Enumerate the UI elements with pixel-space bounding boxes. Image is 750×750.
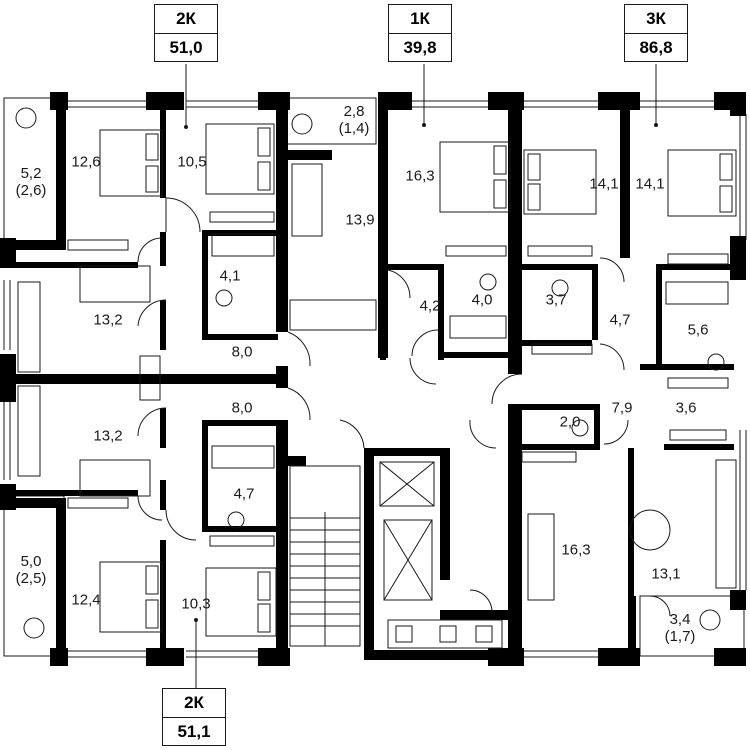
room-area-wc-3k: 3,7: [545, 291, 567, 309]
apartment-tag-2k-top: 2К 51,0: [154, 4, 218, 62]
elevators: [379, 461, 503, 649]
apartment-tag-3k: 3К 86,8: [624, 4, 688, 62]
apartment-type: 3К: [625, 5, 687, 34]
doors: [137, 197, 671, 617]
apartment-tag-1k: 1К 39,8: [388, 4, 452, 62]
room-area-balcony-1k: 2,8(1,4): [338, 103, 370, 137]
room-area-bedroom-bl2: 10,3: [181, 595, 211, 613]
apartment-type: 2К: [163, 689, 225, 718]
room-area-bedroom-3k-a: 14,1: [589, 175, 619, 193]
apartment-tag-2k-bottom: 2К 51,1: [162, 688, 226, 746]
room-area-living-3k: 16,3: [561, 541, 591, 559]
furniture: [15, 107, 737, 639]
apartment-area: 39,8: [403, 38, 437, 57]
room-area-hall-3k: 4,7: [609, 311, 631, 329]
room-area-corridor-3k: 7,9: [611, 399, 633, 417]
walls: [0, 92, 746, 666]
room-area-balcony-tl: 5,2(2,6): [15, 165, 47, 199]
room-area-balcony-3k: 3,4(1,7): [664, 611, 696, 645]
room-area-bath-1k: 4,0: [471, 291, 493, 309]
leader-dots: [184, 123, 658, 622]
room-area-kitchen-3k: 13,1: [651, 565, 681, 583]
room-area-bath-tl: 4,1: [219, 267, 241, 285]
room-area-balcony-bl: 5,0(2,5): [15, 553, 47, 587]
room-area-bedroom-tl2: 10,5: [177, 153, 207, 171]
apartment-area: 51,0: [169, 38, 203, 57]
leader-lines: [185, 64, 657, 688]
room-area-bedroom-bl: 12,4: [71, 591, 101, 609]
room-area-storage-3k: 3,6: [675, 399, 697, 417]
apartment-area: 51,1: [177, 722, 211, 741]
room-area-bedroom-3k-b: 14,1: [635, 175, 665, 193]
room-area-bedroom-tl: 12,6: [71, 153, 101, 171]
room-area-kitchen-bl: 13,2: [93, 427, 123, 445]
room-area-wc2-3k: 2,0: [559, 413, 581, 431]
room-area-living-1k: 13,9: [345, 211, 375, 229]
apartment-area: 86,8: [639, 38, 673, 57]
room-area-bath-bl: 4,7: [233, 485, 255, 503]
apartment-type: 2К: [155, 5, 217, 34]
windows: [3, 100, 747, 658]
room-area-hall-1k: 4,2: [419, 297, 441, 315]
room-area-hall-bl: 8,0: [231, 399, 253, 417]
room-area-bath-3k: 5,6: [687, 321, 709, 339]
room-area-hall-tl: 8,0: [231, 343, 253, 361]
room-area-bedroom-1k: 16,3: [405, 167, 435, 185]
stairs: [289, 465, 361, 647]
room-area-kitchen-tl: 13,2: [93, 311, 123, 329]
apartment-type: 1К: [389, 5, 451, 34]
